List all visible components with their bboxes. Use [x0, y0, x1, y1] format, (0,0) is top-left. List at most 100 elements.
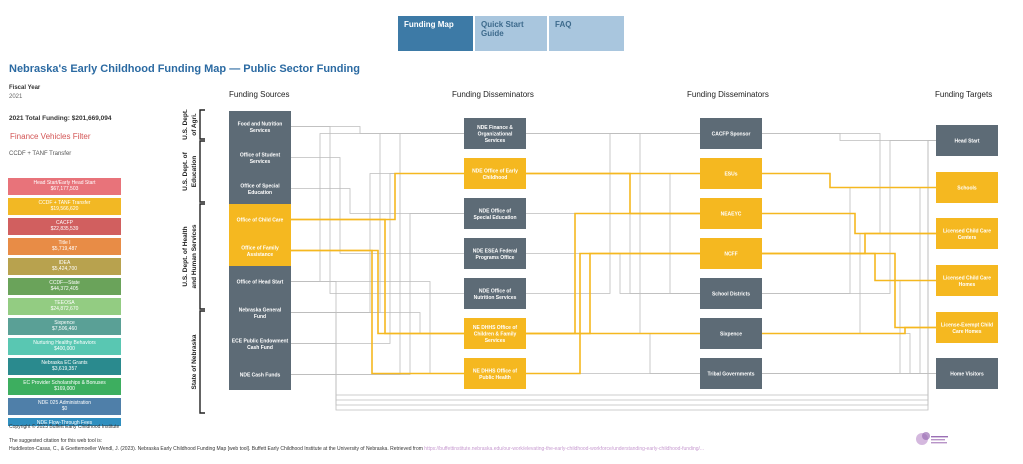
legend-item[interactable]: IDEA$5,424,700: [8, 258, 121, 275]
disseminators2-node[interactable]: Tribal Governments: [700, 358, 762, 389]
legend-item-amount: $5,719,487: [51, 246, 78, 252]
page-title: Nebraska's Early Childhood Funding Map —…: [9, 63, 360, 75]
flow-line: [762, 233, 936, 334]
disseminators2-node[interactable]: NCFF: [700, 238, 762, 269]
legend-item[interactable]: Nebraska EC Grants$3,619,357: [8, 358, 121, 375]
fiscal-year-selector[interactable]: 2021: [9, 94, 23, 100]
department-bracket: [199, 310, 205, 414]
sources-node-label: Assistance: [247, 252, 274, 258]
legend-item-amount: $5,424,700: [51, 266, 78, 272]
flow-line: [291, 188, 464, 214]
legend-item[interactable]: CCDF—State$44,372,405: [8, 278, 121, 295]
disseminators1-node-label: Public Health: [479, 375, 511, 381]
legend-item[interactable]: Nurturing Healthy Behaviors$400,000: [8, 338, 121, 355]
citation-intro: The suggested citation for this web tool…: [9, 438, 103, 444]
disseminators1-node-label: Special Education: [473, 215, 516, 221]
sources-node[interactable]: NDE Cash Funds: [229, 359, 291, 390]
department-bracket: [199, 109, 205, 140]
legend-item[interactable]: Title I$5,719,487: [8, 238, 121, 255]
legend-item-amount: $44,372,405: [50, 286, 79, 292]
legend-item[interactable]: Sixpence$7,506,460: [8, 318, 121, 335]
disseminators1-node-label: Children & Family: [474, 332, 517, 338]
tab-faq[interactable]: FAQ: [549, 16, 624, 51]
legend-item[interactable]: TEEOSA$24,872,670: [8, 298, 121, 315]
targets-node-box: [936, 312, 998, 343]
flow-line: [762, 133, 936, 141]
legend-item[interactable]: NDE Flow-Through Fees: [8, 418, 121, 426]
disseminators2-node[interactable]: ESUs: [700, 158, 762, 189]
flow-lines: [291, 126, 936, 411]
total-funding: 2021 Total Funding: $201,669,094: [9, 115, 112, 122]
sources-node-label: Office of Child Care: [237, 218, 284, 224]
targets-node-box: [936, 358, 998, 389]
disseminators2-node[interactable]: CACFP Sponsor: [700, 118, 762, 149]
disseminators2-node[interactable]: NEAEYC: [700, 198, 762, 229]
tab-quick-start-guide[interactable]: Quick Start Guide: [475, 16, 547, 51]
disseminators1-node-box: [464, 238, 526, 269]
flow-line: [762, 133, 936, 234]
flow-line: [526, 253, 700, 294]
sources-node-label: Office of Head Start: [237, 280, 284, 286]
citation-text: Huddleston-Casas, C., & Goettemoeller We…: [9, 446, 425, 452]
legend-item[interactable]: CCDF + TANF Transfer$19,566,620: [8, 198, 121, 215]
legend-item[interactable]: EC Provider Scholarships & Bonuses$169,0…: [8, 378, 121, 395]
sources-node-label: Office of Student: [240, 152, 281, 158]
targets-node-box: [936, 265, 998, 296]
citation-link[interactable]: https://buffettinstitute.nebraska.edu/ou…: [424, 446, 705, 452]
disseminators2-node[interactable]: School Districts: [700, 278, 762, 309]
disseminators1-node-label: NE DHHS Office of: [473, 368, 518, 374]
disseminators2-node-label: ESUs: [724, 172, 737, 178]
targets-node-label: Schools: [957, 186, 977, 192]
targets-node-label: Care Homes: [952, 329, 981, 335]
targets-node-label: Homes: [959, 282, 976, 288]
highlighted-flow-line: [526, 212, 700, 335]
legend-item[interactable]: CACFP$22,835,539: [8, 218, 121, 235]
flow-line: [526, 173, 700, 294]
legend-item[interactable]: Head Start/Early Head Start$67,177,503: [8, 178, 121, 195]
targets-node[interactable]: Head Start: [936, 125, 998, 156]
legend-item-name: NDE Flow-Through Fees: [36, 420, 93, 426]
legend-item-amount: $169,000: [54, 386, 75, 392]
sources-node[interactable]: Office of Head Start: [229, 266, 291, 297]
disseminators1-node-box: [464, 318, 526, 349]
targets-node[interactable]: Schools: [936, 172, 998, 203]
nav-tabs: Funding Map Quick Start Guide FAQ: [398, 16, 624, 51]
sources-node[interactable]: Office of Child Care: [229, 204, 291, 235]
disseminators2-node-box: [700, 158, 762, 189]
tab-funding-map[interactable]: Funding Map: [398, 16, 473, 51]
legend-item[interactable]: NDE 025 Administration$0: [8, 398, 121, 415]
sources-node-label: Fund: [254, 314, 266, 320]
targets-node-label: Centers: [958, 235, 977, 241]
disseminators1-node-label: NDE Office of Early: [472, 168, 518, 174]
sources-node-label: Food and Nutrition: [238, 121, 283, 127]
filter-value[interactable]: CCDF + TANF Transfer: [9, 151, 72, 157]
disseminators1-node-label: Organizational: [478, 132, 513, 138]
department-label: Education: [191, 156, 198, 187]
legend-item-amount: $24,872,670: [50, 306, 79, 312]
disseminators1-node-label: NDE ESEA Federal: [473, 248, 518, 254]
disseminators2-node-label: CACFP Sponsor: [712, 132, 751, 138]
disseminators2-node[interactable]: Sixpence: [700, 318, 762, 349]
targets-node-label: Licensed Child Care: [943, 228, 991, 234]
legend-item-name: Sixpence: [54, 320, 75, 326]
legend-item-amount: $0: [61, 406, 68, 412]
targets-node[interactable]: Home Visitors: [936, 358, 998, 389]
sources-node-label: Cash Fund: [247, 345, 273, 351]
